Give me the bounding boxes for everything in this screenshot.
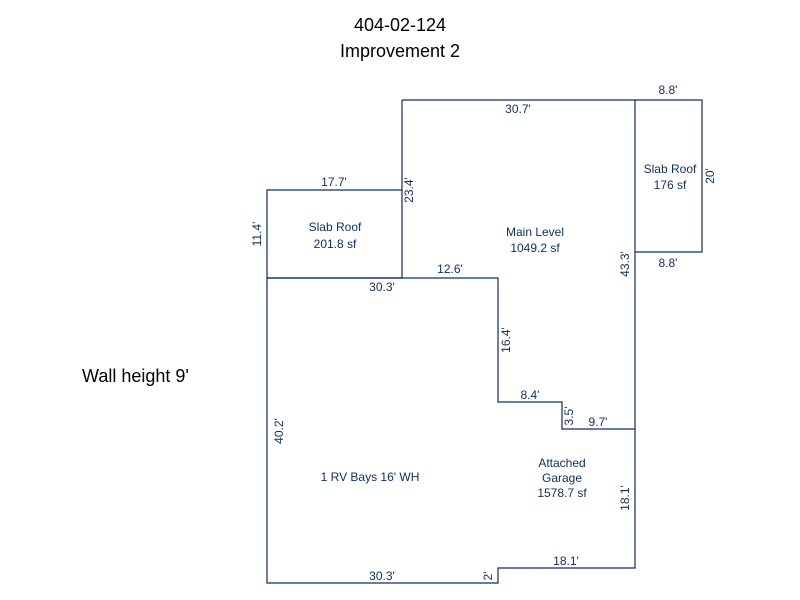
slab-right-size: 176 sf xyxy=(654,178,687,192)
dim-slab-left-top: 17.7' xyxy=(321,175,347,189)
dim-top-main: 30.7' xyxy=(505,102,531,116)
slab-left-outline xyxy=(266,189,402,279)
main-level-size: 1049.2 sf xyxy=(510,241,560,255)
dim-main-right: 43.3' xyxy=(618,251,632,277)
dim-main-bottom-left: 12.6' xyxy=(437,262,463,276)
slab-right-outline xyxy=(635,99,703,253)
dim-garage-right: 18.1' xyxy=(618,485,632,511)
main-level-name: Main Level xyxy=(506,225,564,239)
slab-right-name: Slab Roof xyxy=(644,162,697,176)
dim-step-small: 3.5' xyxy=(562,407,576,426)
improvement-title: Improvement 2 xyxy=(339,41,461,61)
garage-name-2: Garage xyxy=(542,471,582,485)
dim-rv-left: 40.2' xyxy=(272,418,286,444)
dim-right-slab-bottom: 8.8' xyxy=(659,256,678,270)
dim-step-horizontal: 8.4' xyxy=(521,388,540,402)
rv-bay-internal-wall xyxy=(267,277,635,430)
dim-right-slab-side: 20' xyxy=(703,168,717,184)
garage-size: 1578.7 sf xyxy=(537,486,587,500)
garage-outline xyxy=(266,278,636,584)
slab-left-size: 201.8 sf xyxy=(314,237,357,251)
dim-slab-left-side: 11.4' xyxy=(250,222,264,247)
dim-garage-top: 9.7' xyxy=(589,415,608,429)
slab-left-name: Slab Roof xyxy=(309,220,362,234)
dim-rv-top: 30.3' xyxy=(369,280,395,294)
rv-bay-name: 1 RV Bays 16' WH xyxy=(321,470,420,484)
dim-step-vertical: 16.4' xyxy=(499,327,513,353)
dim-main-left: 23.4' xyxy=(402,177,416,203)
dim-top-right: 8.8' xyxy=(659,83,678,97)
dim-bottom-step: 2' xyxy=(481,572,495,581)
parcel-number: 404-02-124 xyxy=(353,15,447,35)
dim-garage-bottom: 18.1' xyxy=(553,554,579,568)
wall-height-label: Wall height 9' xyxy=(82,366,189,386)
garage-name: Attached xyxy=(538,456,585,470)
dim-bottom-left: 30.3' xyxy=(369,569,395,583)
